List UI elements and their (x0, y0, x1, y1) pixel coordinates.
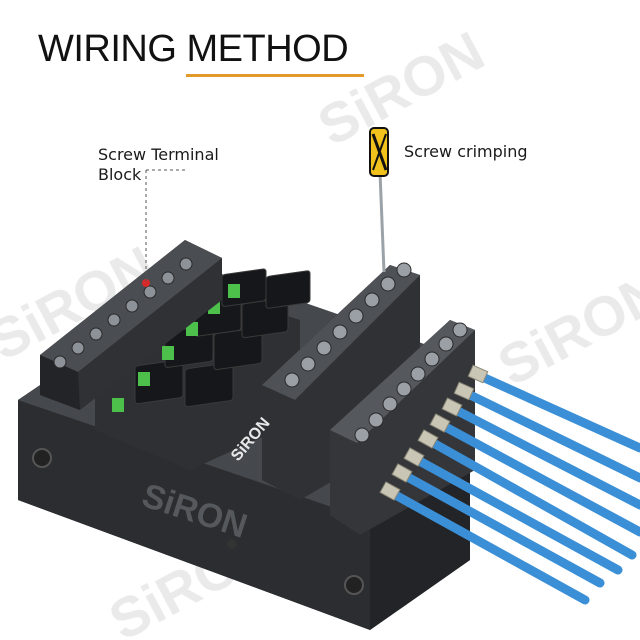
led-indicator (138, 372, 150, 386)
wire (423, 435, 637, 560)
label-leader (145, 169, 188, 283)
screw-terminal-label-line2: Block (98, 165, 142, 184)
marker-dot (142, 279, 150, 287)
optocoupler-chip (265, 270, 311, 309)
screw-terminal-label: Screw Terminal Block (98, 145, 219, 185)
left-terminal-block (40, 240, 222, 410)
wire (473, 370, 640, 453)
mount-screw (32, 448, 52, 468)
wire (447, 403, 640, 510)
screw-terminal-label-line1: Screw Terminal (98, 145, 219, 164)
led-indicator (162, 346, 174, 360)
led-indicator (228, 284, 240, 298)
wire-bundle (385, 370, 640, 605)
wire (409, 453, 623, 575)
optocoupler-chip (184, 362, 234, 408)
wire-ferrules (379, 364, 489, 501)
right-terminal-block: SiRON (228, 262, 475, 535)
led-indicator (112, 398, 124, 412)
screwdriver (369, 127, 389, 273)
wire (459, 387, 640, 483)
screw-crimping-label: Screw crimping (404, 142, 528, 161)
mount-screw (344, 575, 364, 595)
wire (435, 419, 640, 537)
title-underline (186, 74, 364, 77)
page-title: WIRING METHOD (38, 28, 349, 70)
watermark-text: SiRON (488, 259, 640, 398)
wire (385, 487, 590, 605)
wire (397, 469, 605, 588)
watermark-text: SiRON (308, 19, 494, 158)
optocoupler-chip (134, 359, 184, 405)
mount-hole (227, 539, 237, 549)
